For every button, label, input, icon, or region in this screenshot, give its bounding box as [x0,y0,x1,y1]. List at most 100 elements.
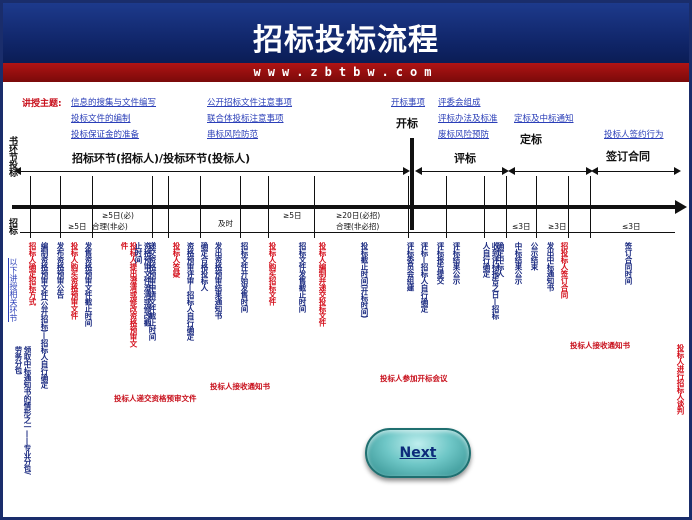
duration-label: ≥5日 [283,211,302,220]
step-label: 投标人购买招标文件 [268,242,277,305]
next-button-label: Next [399,445,437,461]
step-label: 递交资格预审申请文件截止时间 [148,242,157,340]
topic-link[interactable]: 投标人签约行为 [604,130,664,140]
step-label: 招标文件发售截止时间 [298,242,307,312]
topic-link[interactable]: 开标事项 [391,98,426,108]
timeline-tick [152,176,153,238]
page-title: 招标投标流程 [253,23,439,58]
step-label: 资格预审文件澄清或修改截止时间 [134,242,152,326]
header-banner: 招标投标流程 [3,3,689,63]
left-vertical-note: 领取中标通知书的情形之一——专业分包/劳务分包 [14,346,32,475]
step-label: 发售资格预审文件截止时间 [84,242,93,326]
duration-label: 及时 [218,219,233,228]
timeline-tick [30,176,31,238]
topic-link[interactable]: 联合体投标注意事项 [207,114,284,124]
note-notice: 投标人接收通知书 [210,382,270,391]
step-label: 编制资格预审文件(公开招标)—招标人自行确定 [40,242,49,388]
step-label: 签订合同时间 [624,242,633,284]
site-url: www.zbtbw.com [253,65,439,79]
timeline-axis [12,205,678,209]
timeline-tick [268,176,269,238]
duration-label: ≥5日 [68,222,87,231]
step-label: 投标人进行招标人谈判 [676,344,685,414]
duration-label: ≥20日(必招) [336,211,381,220]
step-label: 招标文件开始发售时间 [240,242,249,312]
timeline-tick [168,176,169,238]
step-label: 发布资格预审公告 [56,242,65,298]
bidding-span-line [20,171,406,172]
note-opening: 投标人参加开标会议 [380,374,448,383]
arrow-right-icon [403,167,410,175]
topic-link[interactable]: 评委会组成 [438,98,481,108]
timeline-tick [506,176,507,238]
topic-link[interactable]: 信息的搜集与文件编写 [71,98,157,108]
timeline-tick [590,176,591,238]
timeline-tick [314,176,315,238]
duration-line [20,232,675,233]
duration-label: ≥3日 [548,222,567,231]
topic-link[interactable]: 定标及中标通知 [514,114,574,124]
timeline-tick [408,176,409,238]
timeline-tick [240,176,241,238]
timeline-tick [200,176,201,238]
timeline-arrow-icon [675,200,687,214]
step-label: 投标人提出澄清或修改资格预审文件 [120,242,138,347]
timeline-tick [92,176,93,238]
next-button[interactable]: Next [365,428,471,478]
duration-label: 合理(非必招) [336,222,380,231]
timeline-tick [484,176,485,238]
step-label: 招投标人签订合同 [560,242,569,298]
arrow-left-icon [591,167,598,175]
award-span-line [514,171,589,172]
step-label: 收到评标报告之日—招标人自行确定 [482,242,500,319]
topic-link[interactable]: 投标保证金的准备 [71,130,140,140]
eval-span-line [420,171,505,172]
side-link[interactable]: 以下讲授相关环节 [9,258,18,322]
timeline-tick [60,176,61,238]
step-label: 资格预审评审—招标人自行确定 [186,242,195,340]
contract-span-line [596,171,676,172]
step-label: 招标人确定招标方式 [28,242,37,305]
step-label: 投标人答疑 [172,242,181,277]
topic-link[interactable]: 废标风险预防 [438,130,490,140]
step-label: 中标结果公示 [514,242,523,284]
phase-contract: 签订合同 [606,150,650,163]
note-prequal-submit: 投标人递交资格预审文件 [114,394,197,403]
topic-link[interactable]: 公开招标文件注意事项 [207,98,293,108]
arrow-right-icon [502,167,509,175]
duration-label: ≤3日 [512,222,531,231]
step-label: 评标委员会组建 [406,242,415,291]
arrow-right-icon [586,167,593,175]
step-label: 投标人购买资格预审文件 [70,242,79,319]
phase-opening: 开标 [396,117,418,130]
phase-evaluation: 评标 [454,152,476,165]
side-label-bottom: 招标 [7,218,17,234]
note-award: 投标人接收通知书 [570,341,630,350]
arrow-right-icon [674,167,681,175]
timeline-tick [446,176,447,238]
step-label: 发出中标通知书 [546,242,555,291]
url-bar: www.zbtbw.com [3,63,689,82]
topic-link[interactable]: 投标文件的编制 [71,114,131,124]
topic-link[interactable]: 评标办法及标准 [438,114,498,124]
phase-bidding: 招标环节(招标人)/投标环节(投标人) [72,152,251,165]
arrow-left-icon [508,167,515,175]
opening-divider [410,138,414,230]
topics-label: 讲授主题: [22,99,62,109]
step-label: 确定合格投标人 [200,242,209,291]
step-label: 发出资格预审结果通知书 [214,242,223,319]
step-label: 公示结束 [530,242,539,270]
step-label: 评标—招标人自行确定 [420,242,429,312]
topic-link[interactable]: 串标风险防范 [207,130,259,140]
duration-label: ≤3日 [622,222,641,231]
arrow-left-icon [14,167,21,175]
timeline-tick [536,176,537,238]
side-label-top: 书环节投标 [7,136,17,176]
arrow-left-icon [415,167,422,175]
phase-award: 定标 [520,133,542,146]
timeline-tick [568,176,569,238]
duration-label: 合理(非必) [92,222,128,231]
step-label: 投标人编制并递交投标文件 [318,242,327,326]
step-label: 确定中标人 [496,242,505,277]
